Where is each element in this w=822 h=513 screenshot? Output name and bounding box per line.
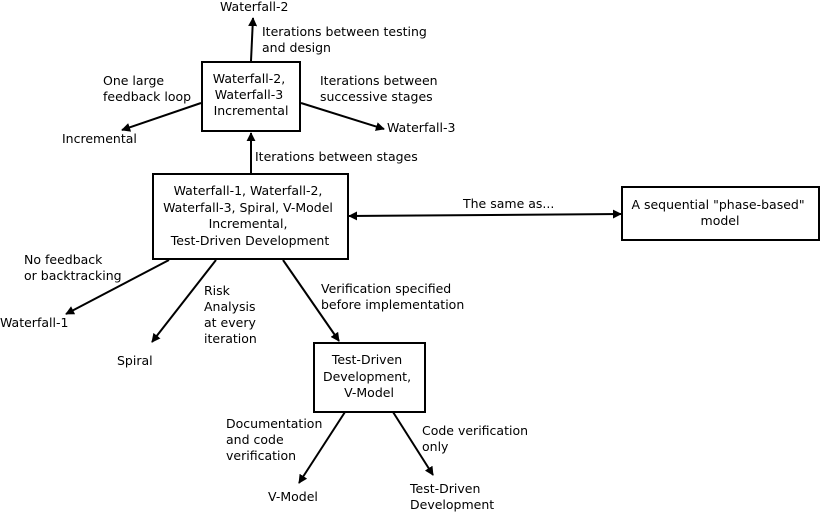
label-feedback-loop: One large feedback loop <box>103 73 191 104</box>
label-line: Code verification <box>422 423 528 438</box>
label-line: Analysis <box>204 299 256 314</box>
edge-tdd-vmodel-to-vmodel <box>298 411 346 484</box>
label-line: Risk <box>204 283 231 298</box>
svg-text:Waterfall-2, Waterfall-3: Waterfall-2, Waterfall-3 Incremental <box>213 71 289 118</box>
node-center-line: Waterfall-3, Spiral, V-Model <box>163 200 333 215</box>
label-line: Iterations between testing <box>262 24 427 39</box>
label-line: Verification specified <box>321 281 451 296</box>
label-line: only <box>422 439 449 454</box>
svg-text:A sequential "phase-based": A sequential "phase-based" model <box>631 197 808 228</box>
label-code-verification: Code verification only <box>422 423 532 454</box>
label-line: Iterations between stages <box>255 149 418 164</box>
label-line: No feedback <box>24 252 103 267</box>
node-center-line: Waterfall-1, Waterfall-2, <box>174 183 323 198</box>
label-line: and design <box>262 40 331 55</box>
node-upper-box <box>201 61 301 132</box>
edge-tdd-vmodel-to-tdd <box>392 411 434 476</box>
leaf-incremental: Incremental <box>62 131 137 146</box>
label-successive: Iterations between successive stages <box>320 73 442 104</box>
leaf-vmodel: V-Model <box>268 489 318 504</box>
label-verification: Verification specified before implementa… <box>321 281 464 312</box>
label-line: and code <box>226 432 284 447</box>
edges <box>65 17 622 484</box>
leaf-waterfall2: Waterfall-2 <box>220 0 288 14</box>
label-risk: Risk Analysis at every iteration <box>204 283 260 346</box>
label-line: Iterations between <box>320 73 438 88</box>
edge-center-to-spiral <box>151 259 217 343</box>
label-line: before implementation <box>321 297 464 312</box>
node-sequential-line: A sequential "phase-based" <box>631 197 804 212</box>
label-no-feedback: No feedback or backtracking <box>24 252 122 283</box>
leaf-tdd: Test-Driven Development <box>409 481 494 512</box>
node-center: Waterfall-1, Waterfall-2, Waterfall-3, S… <box>152 173 349 260</box>
node-sequential-box <box>621 186 820 241</box>
node-upper-line: Waterfall-2, <box>213 71 285 86</box>
node-upper-line: Waterfall-3 <box>215 87 283 102</box>
edge-upper-to-incremental <box>121 102 202 132</box>
label-testing-design: Iterations between testing and design <box>262 24 431 55</box>
edge-center-to-waterfall1 <box>65 259 170 315</box>
edge-upper-to-waterfall3 <box>300 102 385 131</box>
node-center-line: Incremental, <box>209 216 288 231</box>
node-upper: Waterfall-2, Waterfall-3 Incremental <box>201 61 301 132</box>
node-tdd-vmodel-line: Test-Driven <box>331 352 402 367</box>
label-line: successive stages <box>320 89 433 104</box>
edge-center-sequential <box>348 209 622 221</box>
svg-text:Waterfall-1, Waterfall-2,: Waterfall-1, Waterfall-2, Waterfall-3, S… <box>163 183 337 248</box>
node-sequential: A sequential "phase-based" model <box>621 186 820 241</box>
leaf-waterfall1: Waterfall-1 <box>0 315 68 330</box>
node-center-box <box>152 173 349 260</box>
node-center-line: Test-Driven Development <box>170 233 330 248</box>
label-line: One large <box>103 73 164 88</box>
leaf-spiral: Spiral <box>117 353 153 368</box>
node-tdd-vmodel-line: Development, <box>323 369 411 384</box>
label-between-stages: Iterations between stages <box>255 149 418 164</box>
label-line: feedback loop <box>103 89 191 104</box>
label-documentation: Documentation and code verification <box>226 416 326 463</box>
node-tdd-vmodel: Test-Driven Development, V-Model <box>313 342 426 413</box>
node-tdd-vmodel-box <box>313 342 426 413</box>
label-line: verification <box>226 448 296 463</box>
leaf-tdd-line: Test-Driven <box>409 481 480 496</box>
label-line: iteration <box>204 331 257 346</box>
node-upper-line: Incremental <box>214 103 289 118</box>
node-tdd-vmodel-line: V-Model <box>344 385 394 400</box>
svg-text:Test-Driven Development,: Test-Driven Development, V-Model <box>323 352 415 400</box>
label-line: at every <box>204 315 256 330</box>
label-same-as: The same as... <box>462 196 554 211</box>
label-line: or backtracking <box>24 268 122 283</box>
edge-center-to-tdd-vmodel <box>282 259 340 342</box>
node-sequential-line: model <box>701 213 740 228</box>
leaf-tdd-line: Development <box>410 497 494 512</box>
edge-upper-to-waterfall2 <box>248 17 258 62</box>
label-line: The same as... <box>462 196 554 211</box>
leaf-waterfall3: Waterfall-3 <box>387 120 455 135</box>
label-line: Documentation <box>226 416 322 431</box>
